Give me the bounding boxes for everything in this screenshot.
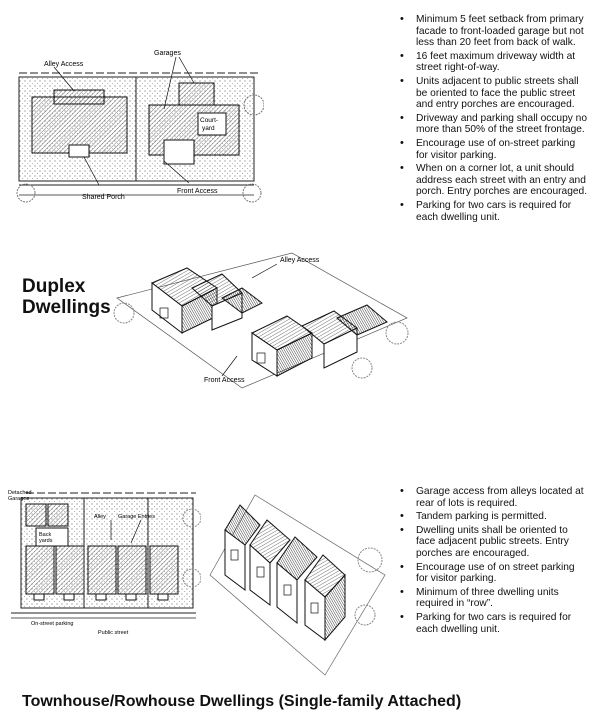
plan-label-garages: Garages [154,50,181,57]
townhouse-bullet: Tandem parking is permitted. [400,511,588,523]
townhouse-site-plan: Detached Garages Alley Garage Entries Ba… [8,490,201,636]
duplex-heading-line2: Dwellings [22,297,111,318]
duplex-requirements: Minimum 5 feet setback from primary faca… [398,14,588,225]
duplex-bullet: Parking for two cars is required for eac… [400,200,588,223]
townhouse-bullet: Parking for two cars is required for eac… [400,612,588,635]
townhouse-title: Townhouse/Rowhouse Dwellings (Single-fam… [22,693,462,710]
plan-label-shared-porch: Shared Porch [82,194,125,201]
th-label-public-street: Public street [98,630,129,636]
townhouse-bullet: Garage access from alleys located at rea… [400,486,588,509]
th-label-alley: Alley [94,514,106,520]
duplex-heading-line1: Duplex [22,276,86,297]
th-label-garage-entries: Garage Entries [118,514,155,520]
duplex-heading: Duplex Dwellings [22,276,111,318]
townhouse-bullet: Encourage use of on street parking for v… [400,562,588,585]
th-label-detached-1: Detached [8,490,32,496]
townhouse-bullet: Minimum of three dwelling units required… [400,587,588,610]
plan-label-front-access: Front Access [177,188,218,195]
townhouse-bullet: Dwelling units shall be oriented to face… [400,525,588,560]
plan-label-courtyard-1: Court- [200,117,218,124]
th-label-back-1: Back [39,532,51,538]
duplex-bullet: Units adjacent to public streets shall b… [400,76,588,111]
duplex-bullet: When on a corner lot, a unit should addr… [400,163,588,198]
townhouse-perspective [209,494,386,676]
duplex-site-plan: Alley Access Garages Court- yard Shared … [16,50,264,203]
duplex-bullet: 16 feet maximum driveway width at street… [400,51,588,74]
th-label-back-2: yards [39,538,53,544]
townhouse-requirements: Garage access from alleys located at rea… [398,486,588,637]
duplex-perspective: Alley Access Front Access [113,252,409,389]
plan-label-alley-access: Alley Access [44,61,84,68]
persp-label-front-access: Front Access [204,377,245,384]
persp-label-alley-access: Alley Access [280,257,320,264]
duplex-bullet: Driveway and parking shall occupy no mor… [400,113,588,136]
th-label-detached-2: Garages [8,496,29,502]
duplex-bullet: Encourage use of on-street parking for v… [400,138,588,161]
plan-label-courtyard-2: yard [202,125,215,132]
duplex-bullet: Minimum 5 feet setback from primary faca… [400,14,588,49]
th-label-on-street: On-street parking [31,621,74,627]
